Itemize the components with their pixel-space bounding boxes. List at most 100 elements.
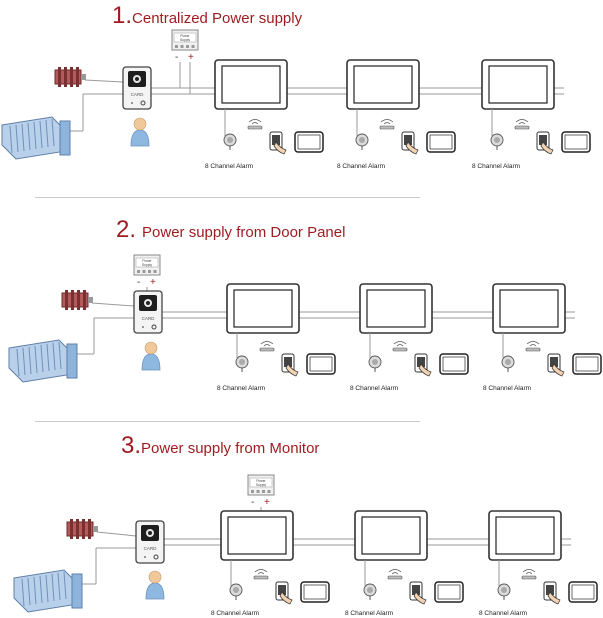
visitor-icon [130, 117, 150, 147]
power-supply-label: Power [256, 479, 266, 483]
power-supply-minus: - [137, 277, 140, 288]
sliding-gate-icon [8, 339, 78, 383]
sliding-gate-icon [13, 569, 83, 613]
monitor-icon [346, 59, 420, 110]
section-3-title: 3.Power supply from Monitor [121, 432, 319, 460]
section-2-title: 2. Power supply from Door Panel [116, 216, 345, 244]
alarm-label: 8 Channel Alarm [217, 385, 265, 392]
door-panel-label: CARD [131, 92, 145, 97]
power-supply-label: Power [180, 34, 190, 38]
monitor-icon [492, 283, 566, 334]
wireless-sensor-icon [253, 569, 269, 580]
tablet-icon [572, 353, 602, 375]
door-sensor-icon [536, 131, 554, 155]
alarm-label: 8 Channel Alarm [345, 610, 393, 617]
wire [91, 302, 135, 307]
alarm-label: 8 Channel Alarm [337, 163, 385, 170]
wireless-sensor-icon [387, 569, 403, 580]
alarm-bell-icon [490, 133, 504, 150]
electric-lock-icon [54, 67, 86, 87]
wireless-sensor-icon [247, 119, 263, 130]
alarm-bell-icon [229, 583, 243, 600]
section-divider-2 [35, 421, 420, 422]
monitor-icon [359, 283, 433, 334]
power-supply-plus: + [150, 277, 156, 288]
section-3-number: 3. [121, 432, 142, 459]
power-supply-minus: - [175, 52, 178, 63]
door-panel-icon: CARD [135, 520, 165, 564]
section-1-title: 1.Centralized Power supply [112, 2, 302, 30]
wire [84, 79, 124, 83]
door-sensor-icon [275, 581, 293, 605]
alarm-bell-icon [235, 355, 249, 372]
wireless-sensor-icon [525, 341, 541, 352]
monitor-icon [226, 283, 300, 334]
monitor-icon [481, 59, 555, 110]
alarm-label: 8 Channel Alarm [350, 385, 398, 392]
tablet-icon [434, 581, 464, 603]
alarm-label: 8 Channel Alarm [479, 610, 527, 617]
power-supply-plus: + [264, 497, 270, 508]
door-panel-icon: CARD [133, 290, 163, 334]
alarm-label: 8 Channel Alarm [472, 163, 520, 170]
door-sensor-icon [281, 353, 299, 377]
alarm-label: 8 Channel Alarm [483, 385, 531, 392]
alarm-bell-icon [368, 355, 382, 372]
power-supply-label: Power [142, 259, 152, 263]
tablet-icon [439, 353, 469, 375]
section-3-title-text: Power supply from Monitor [141, 440, 320, 457]
tablet-icon [294, 131, 324, 153]
alarm-bell-icon [223, 133, 237, 150]
door-panel-label: CARD [144, 546, 158, 551]
door-sensor-icon [409, 581, 427, 605]
door-sensor-icon [414, 353, 432, 377]
alarm-bell-icon [363, 583, 377, 600]
tablet-icon [568, 581, 598, 603]
alarm-bell-icon [497, 583, 511, 600]
tablet-icon [306, 353, 336, 375]
section-2-title-text: Power supply from Door Panel [142, 224, 346, 241]
monitor-icon [488, 510, 562, 561]
section-1-title-text: Centralized Power supply [132, 10, 303, 27]
power-supply-label: Supply [180, 38, 190, 42]
section-2-number: 2. [116, 216, 137, 243]
power-supply-plus: + [188, 52, 194, 63]
door-panel-label: CARD [142, 316, 156, 321]
sliding-gate-icon [1, 116, 71, 160]
wireless-sensor-icon [514, 119, 530, 130]
section-1-number: 1. [112, 2, 133, 29]
power-supply-label: Supply [256, 483, 266, 487]
power-supply-minus: - [251, 497, 254, 508]
tablet-icon [300, 581, 330, 603]
wire [96, 531, 137, 537]
alarm-label: 8 Channel Alarm [211, 610, 259, 617]
alarm-bell-icon [355, 133, 369, 150]
door-sensor-icon [543, 581, 561, 605]
monitor-icon [354, 510, 428, 561]
visitor-icon [141, 341, 161, 371]
wireless-sensor-icon [379, 119, 395, 130]
tablet-icon [561, 131, 591, 153]
visitor-icon [145, 570, 165, 600]
wireless-sensor-icon [392, 341, 408, 352]
alarm-bell-icon [501, 355, 515, 372]
door-sensor-icon [547, 353, 565, 377]
electric-lock-icon [61, 290, 93, 310]
door-panel-icon: CARD [122, 66, 152, 110]
alarm-label: 8 Channel Alarm [205, 163, 253, 170]
monitor-icon [220, 510, 294, 561]
monitor-icon [214, 59, 288, 110]
wireless-sensor-icon [259, 341, 275, 352]
electric-lock-icon [66, 519, 98, 539]
wireless-sensor-icon [521, 569, 537, 580]
door-sensor-icon [401, 131, 419, 155]
power-supply-label: Supply [142, 263, 152, 267]
door-sensor-icon [269, 131, 287, 155]
